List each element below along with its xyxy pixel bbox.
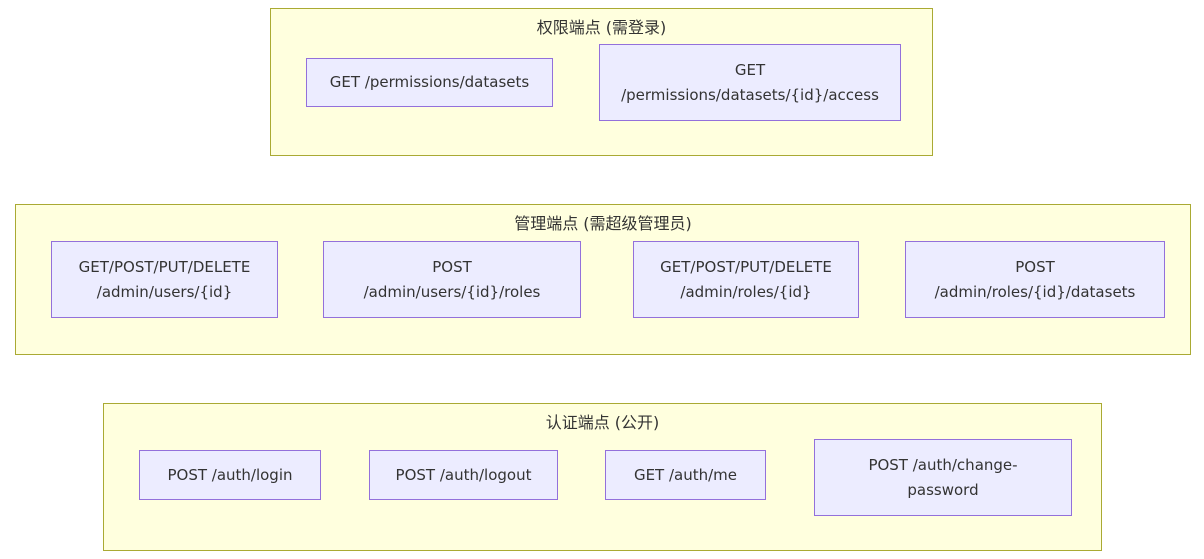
node-label-line: GET (734, 60, 766, 79)
node-label-line: GET /auth/me (633, 465, 738, 484)
node-label-line: /admin/roles/{id}/datasets (934, 282, 1136, 301)
node-label-line: POST (432, 257, 472, 276)
group-auth-title: 认证端点 (公开) (545, 413, 660, 432)
endpoint-node-admin-roles-id-datasets: POST /admin/roles/{id}/datasets (905, 241, 1165, 318)
group-permissions: 权限端点 (需登录) GET /permissions/datasets GET… (270, 8, 933, 156)
endpoint-node-get-permissions-datasets: GET /permissions/datasets (306, 58, 553, 107)
node-label-line: POST /auth/logout (395, 465, 532, 484)
group-admin-title: 管理端点 (需超级管理员) (514, 214, 692, 233)
endpoint-node-auth-change-password: POST /auth/change- password (814, 439, 1072, 516)
node-label-line: /admin/users/{id} (96, 282, 233, 301)
node-label-line: GET/POST/PUT/DELETE (78, 257, 251, 276)
group-auth: 认证端点 (公开) POST /auth/login POST /auth/lo… (103, 403, 1102, 551)
endpoint-node-admin-users-id: GET/POST/PUT/DELETE /admin/users/{id} (51, 241, 278, 318)
endpoint-node-admin-users-id-roles: POST /admin/users/{id}/roles (323, 241, 581, 318)
endpoint-node-auth-me: GET /auth/me (605, 450, 766, 500)
node-label-line: POST /auth/login (167, 465, 293, 484)
node-label-line: /permissions/datasets/{id}/access (621, 85, 879, 104)
node-label-line: GET/POST/PUT/DELETE (660, 257, 832, 276)
node-label-line: POST (1015, 257, 1055, 276)
endpoint-node-auth-login: POST /auth/login (139, 450, 321, 500)
node-label-line: password (907, 480, 979, 499)
node-label-line: POST /auth/change- (868, 455, 1018, 474)
group-permissions-title: 权限端点 (需登录) (536, 18, 667, 37)
node-label-line: /admin/roles/{id} (680, 282, 812, 301)
endpoint-node-get-permissions-datasets-id-access: GET /permissions/datasets/{id}/access (599, 44, 901, 121)
endpoint-node-admin-roles-id: GET/POST/PUT/DELETE /admin/roles/{id} (633, 241, 859, 318)
group-admin: 管理端点 (需超级管理员) GET/POST/PUT/DELETE /admin… (15, 204, 1191, 355)
endpoint-node-auth-logout: POST /auth/logout (369, 450, 558, 500)
node-label-line: GET /permissions/datasets (329, 73, 530, 91)
node-label-line: /admin/users/{id}/roles (363, 282, 541, 301)
